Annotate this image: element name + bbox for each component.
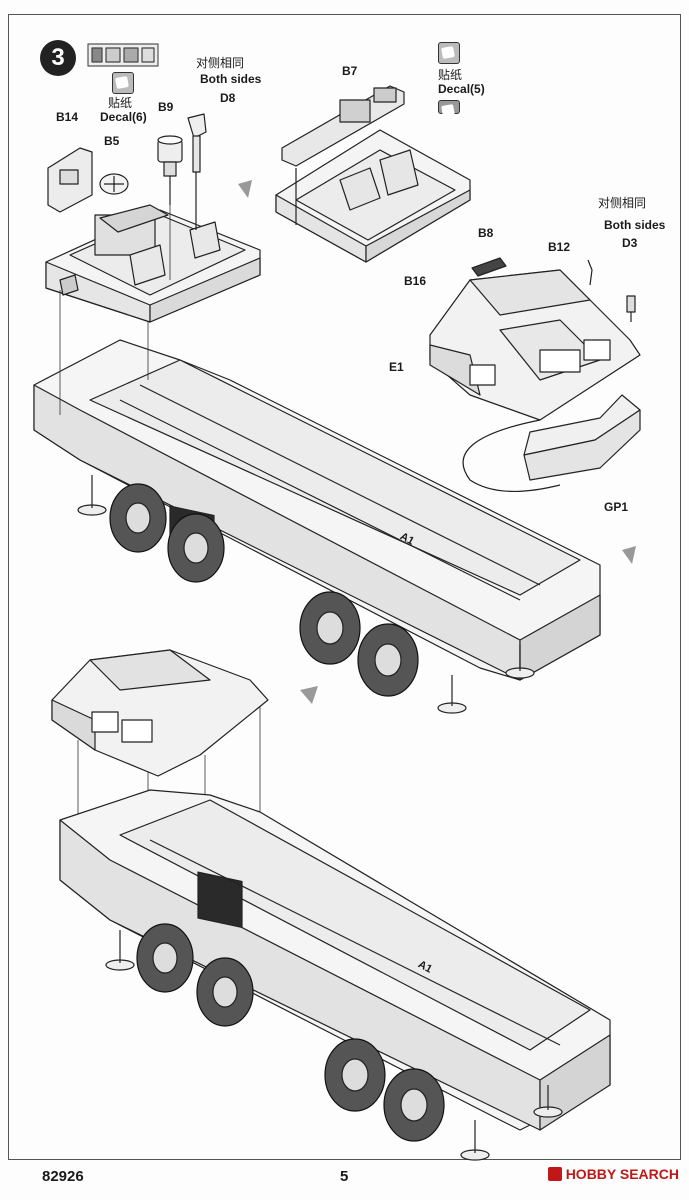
page-border	[8, 14, 9, 1160]
page-border	[680, 14, 681, 1160]
part-d8	[187, 113, 207, 230]
hobby-search-logo-icon	[547, 1167, 562, 1181]
label-b9: B9	[158, 100, 174, 114]
jack-pads-top	[77, 475, 535, 714]
jack-pads-bottom	[105, 930, 563, 1161]
label-b7: B7	[342, 64, 358, 78]
label-decal6-zh: 贴纸	[108, 96, 133, 110]
wheels-bottom	[136, 923, 445, 1142]
label-decal5: Decal(5)	[438, 82, 485, 96]
decal-icon	[112, 72, 134, 94]
cab-roof-e1	[429, 269, 641, 421]
product-code: 82926	[42, 1168, 84, 1185]
label-d8: D8	[220, 91, 236, 105]
label-both-sides-zh: 对侧相同	[196, 56, 245, 70]
paint-chip-icon	[87, 43, 159, 67]
label-decal6: Decal(6)	[100, 110, 147, 124]
watermark-brand: HOBBY SEARCH	[565, 1166, 679, 1182]
label-e1: E1	[389, 360, 404, 374]
label-b14: B14	[56, 110, 79, 124]
part-b12	[587, 259, 593, 286]
panel-b14	[47, 147, 93, 213]
label-decal5-zh: 贴纸	[438, 68, 463, 82]
dashboard-b7	[281, 85, 405, 167]
label-b12: B12	[548, 240, 571, 254]
label-both-sides: Both sides	[604, 218, 666, 232]
cab-interior-part	[45, 204, 261, 323]
label-b8: B8	[478, 226, 494, 240]
label-b5: B5	[104, 134, 120, 148]
hull-chassis-bottom	[59, 789, 611, 1131]
grille-b8	[471, 257, 507, 277]
watermark: HOBBY SEARCH	[547, 1166, 679, 1182]
label-d3: D3	[622, 236, 638, 250]
page-border	[8, 14, 681, 15]
cab-roof-assembled	[51, 649, 269, 777]
label-both-sides: Both sides	[200, 72, 262, 86]
page-number: 5	[340, 1168, 349, 1185]
part-b9	[157, 135, 183, 205]
step-number-icon: 3	[40, 40, 76, 76]
part-d3	[626, 295, 636, 313]
cab-floor-b16	[275, 129, 471, 263]
windscreen-gp1	[523, 394, 641, 481]
page-border	[8, 1159, 681, 1160]
paint-chip-icon	[438, 100, 460, 114]
label-both-sides-zh: 对侧相同	[598, 196, 647, 210]
decal-icon	[438, 42, 460, 64]
label-b16: B16	[404, 274, 427, 288]
halftone-arrow-icon	[238, 180, 636, 704]
label-gp1: GP1	[604, 500, 629, 514]
